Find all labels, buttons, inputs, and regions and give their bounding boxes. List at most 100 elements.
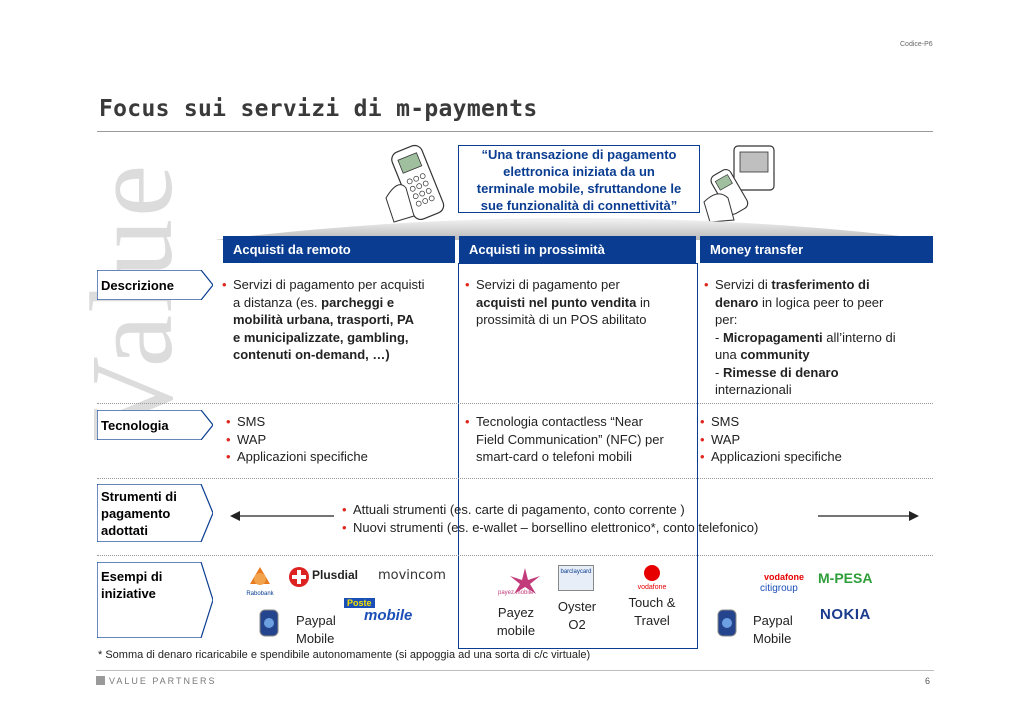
cell-text: all’interno di — [822, 329, 896, 345]
example-label-text: Paypal — [753, 613, 793, 628]
plusdial-icon — [289, 567, 309, 587]
payez-mobile-logo — [510, 568, 540, 594]
proximity-column-frame — [458, 263, 698, 649]
rabobank-logo: Rabobank — [246, 567, 275, 597]
payez-mobile-label: Payez mobile — [488, 604, 544, 640]
nokia-logo-text: NOKIA — [820, 606, 871, 623]
cell-text: una — [715, 347, 741, 362]
rabobank-logo-text: Rabobank — [246, 591, 274, 597]
cell-text-bold: community — [740, 347, 810, 362]
cell-text: a distanza (es. — [233, 294, 322, 310]
cell-text: SMS — [711, 414, 740, 429]
cell-text-bold: Rimesse di denaro — [722, 364, 839, 380]
plusdial-logo-text: Plusdial — [312, 568, 359, 582]
row-label-tecnologia: Tecnologia — [97, 410, 213, 440]
cell-text: smart-card o telefoni mobili — [476, 449, 633, 464]
row-label-text: iniziative — [101, 586, 156, 601]
cell-text-bold: parcheggi e — [321, 294, 395, 310]
example-label-text: Travel — [634, 613, 670, 628]
cell-text-bold: trasferimento di — [771, 277, 870, 292]
column-header-remote: Acquisti da remoto — [223, 236, 455, 263]
footnote: * Somma di denaro ricaricabile e spendib… — [98, 649, 591, 661]
cell-text: Attuali strumenti (es. carte di pagament… — [353, 502, 685, 517]
poste-logo-text: Poste — [344, 598, 375, 608]
arrow-right-icon — [818, 511, 919, 521]
citigroup-logo-text: citigroup — [760, 583, 798, 594]
column-header-proximity: Acquisti in prossimità — [459, 236, 696, 263]
value-partners-logo: VALUE PARTNERS — [96, 676, 217, 686]
phone-keypad-illustration — [385, 144, 445, 223]
watermark: Value — [66, 162, 197, 442]
quote-line: terminale mobile, sfruttandone le — [476, 181, 682, 196]
row-divider — [97, 555, 933, 556]
phone-contactless-illustration — [703, 145, 775, 223]
cell-text: in logica peer to peer — [758, 294, 884, 310]
example-label-text: Mobile — [753, 631, 792, 646]
cell-text: Servizi di pagamento per acquisti — [233, 277, 425, 292]
row-label-strumenti: Strumenti di pagamento adottati — [97, 484, 213, 542]
row-label-text: Esempi di — [101, 569, 163, 584]
descrizione-proximity: •Servizi di pagamento per acquisti nel p… — [465, 276, 695, 329]
cell-text: Servizi di — [715, 277, 772, 292]
tecnologia-money-transfer: •SMS •WAP •Applicazioni specifiche — [700, 414, 842, 464]
cell-text: SMS — [237, 414, 266, 429]
quote-line: elettronica iniziata da un — [503, 164, 655, 179]
row-label-esempi: Esempi di iniziative — [97, 562, 213, 638]
example-label-text: Touch & — [628, 595, 676, 610]
cell-text: internazionali — [715, 382, 792, 397]
touch-travel-label: Touch & Travel — [620, 594, 684, 630]
paypal-phone-icon — [259, 609, 279, 637]
page-title: Focus sui servizi di m-payments — [99, 96, 538, 122]
paypal-mobile-remote-label: Paypal Mobile — [296, 612, 348, 648]
cell-text: Applicazioni specifiche — [711, 449, 842, 464]
row-label-text: Tecnologia — [101, 418, 169, 433]
row-divider — [97, 403, 933, 404]
example-label-text: Paypal — [296, 613, 336, 628]
payez-mobile-logo-text: payez mobile — [498, 590, 534, 596]
cell-text-bold: mobilità urbana, trasporti, PA — [233, 312, 415, 327]
paypal-mobile-mt-label: Paypal Mobile — [753, 612, 805, 648]
vodafone-logo: vodafone — [638, 565, 667, 591]
column-header-money-transfer: Money transfer — [700, 236, 933, 263]
cell-text: Tecnologia contactless “Near — [476, 414, 643, 429]
cell-text: WAP — [237, 431, 267, 447]
poste-mobile-logo-text: mobile — [364, 607, 413, 624]
oyster-o2-label: Oyster O2 — [550, 598, 604, 634]
row-label-descrizione: Descrizione — [97, 270, 213, 300]
cell-text: prossimità di un POS abilitato — [476, 312, 647, 327]
descrizione-money-transfer: •Servizi di trasferimento di denaro in l… — [704, 276, 932, 399]
example-label-text: Oyster — [557, 599, 597, 614]
cell-text: Applicazioni specifiche — [237, 449, 368, 464]
example-label-text: mobile — [496, 623, 536, 638]
quote-line: “Una transazione di pagamento — [481, 147, 677, 162]
cell-text-bold: acquisti nel punto vendita — [476, 294, 637, 310]
definition-quote: “Una transazione di pagamento elettronic… — [458, 145, 700, 213]
cell-text: WAP — [711, 431, 741, 447]
grouping-arc — [215, 218, 935, 240]
cell-text: in — [636, 294, 651, 310]
row-label-text: Strumenti di — [101, 489, 177, 504]
descrizione-remote: •Servizi di pagamento per acquisti a dis… — [222, 276, 456, 364]
cell-text: - — [715, 364, 723, 380]
row-divider — [97, 478, 933, 479]
tecnologia-proximity: •Tecnologia contactless “Near Field Comm… — [465, 413, 697, 466]
example-label-text: Payez — [497, 605, 535, 620]
document-code: Codice-P6 — [900, 41, 933, 48]
barclaycard-logo: barclaycard — [558, 565, 594, 591]
example-label-text: Mobile — [296, 631, 335, 646]
cell-text: Nuovi strumenti (es. e-wallet – borselli… — [353, 519, 759, 535]
cell-text: - — [715, 329, 723, 345]
cell-text-bold: contenuti on-demand, …) — [233, 347, 390, 362]
title-divider — [97, 131, 933, 132]
row-label-text: Descrizione — [101, 278, 174, 293]
paypal-phone-icon — [717, 609, 737, 637]
example-label-text: O2 — [568, 617, 586, 632]
strumenti-content: •Attuali strumenti (es. carte di pagamen… — [342, 502, 759, 535]
tecnologia-remote: •SMS •WAP •Applicazioni specifiche — [226, 414, 368, 464]
movincom-logo-text: movincom — [378, 568, 446, 583]
cell-text: Servizi di pagamento per — [476, 277, 620, 292]
quote-line: sue funzionalità di connettività” — [480, 198, 678, 213]
cell-text-bold: denaro — [715, 294, 759, 310]
logo-mark-icon — [96, 676, 105, 685]
cell-text-bold: Micropagamenti — [722, 329, 823, 345]
